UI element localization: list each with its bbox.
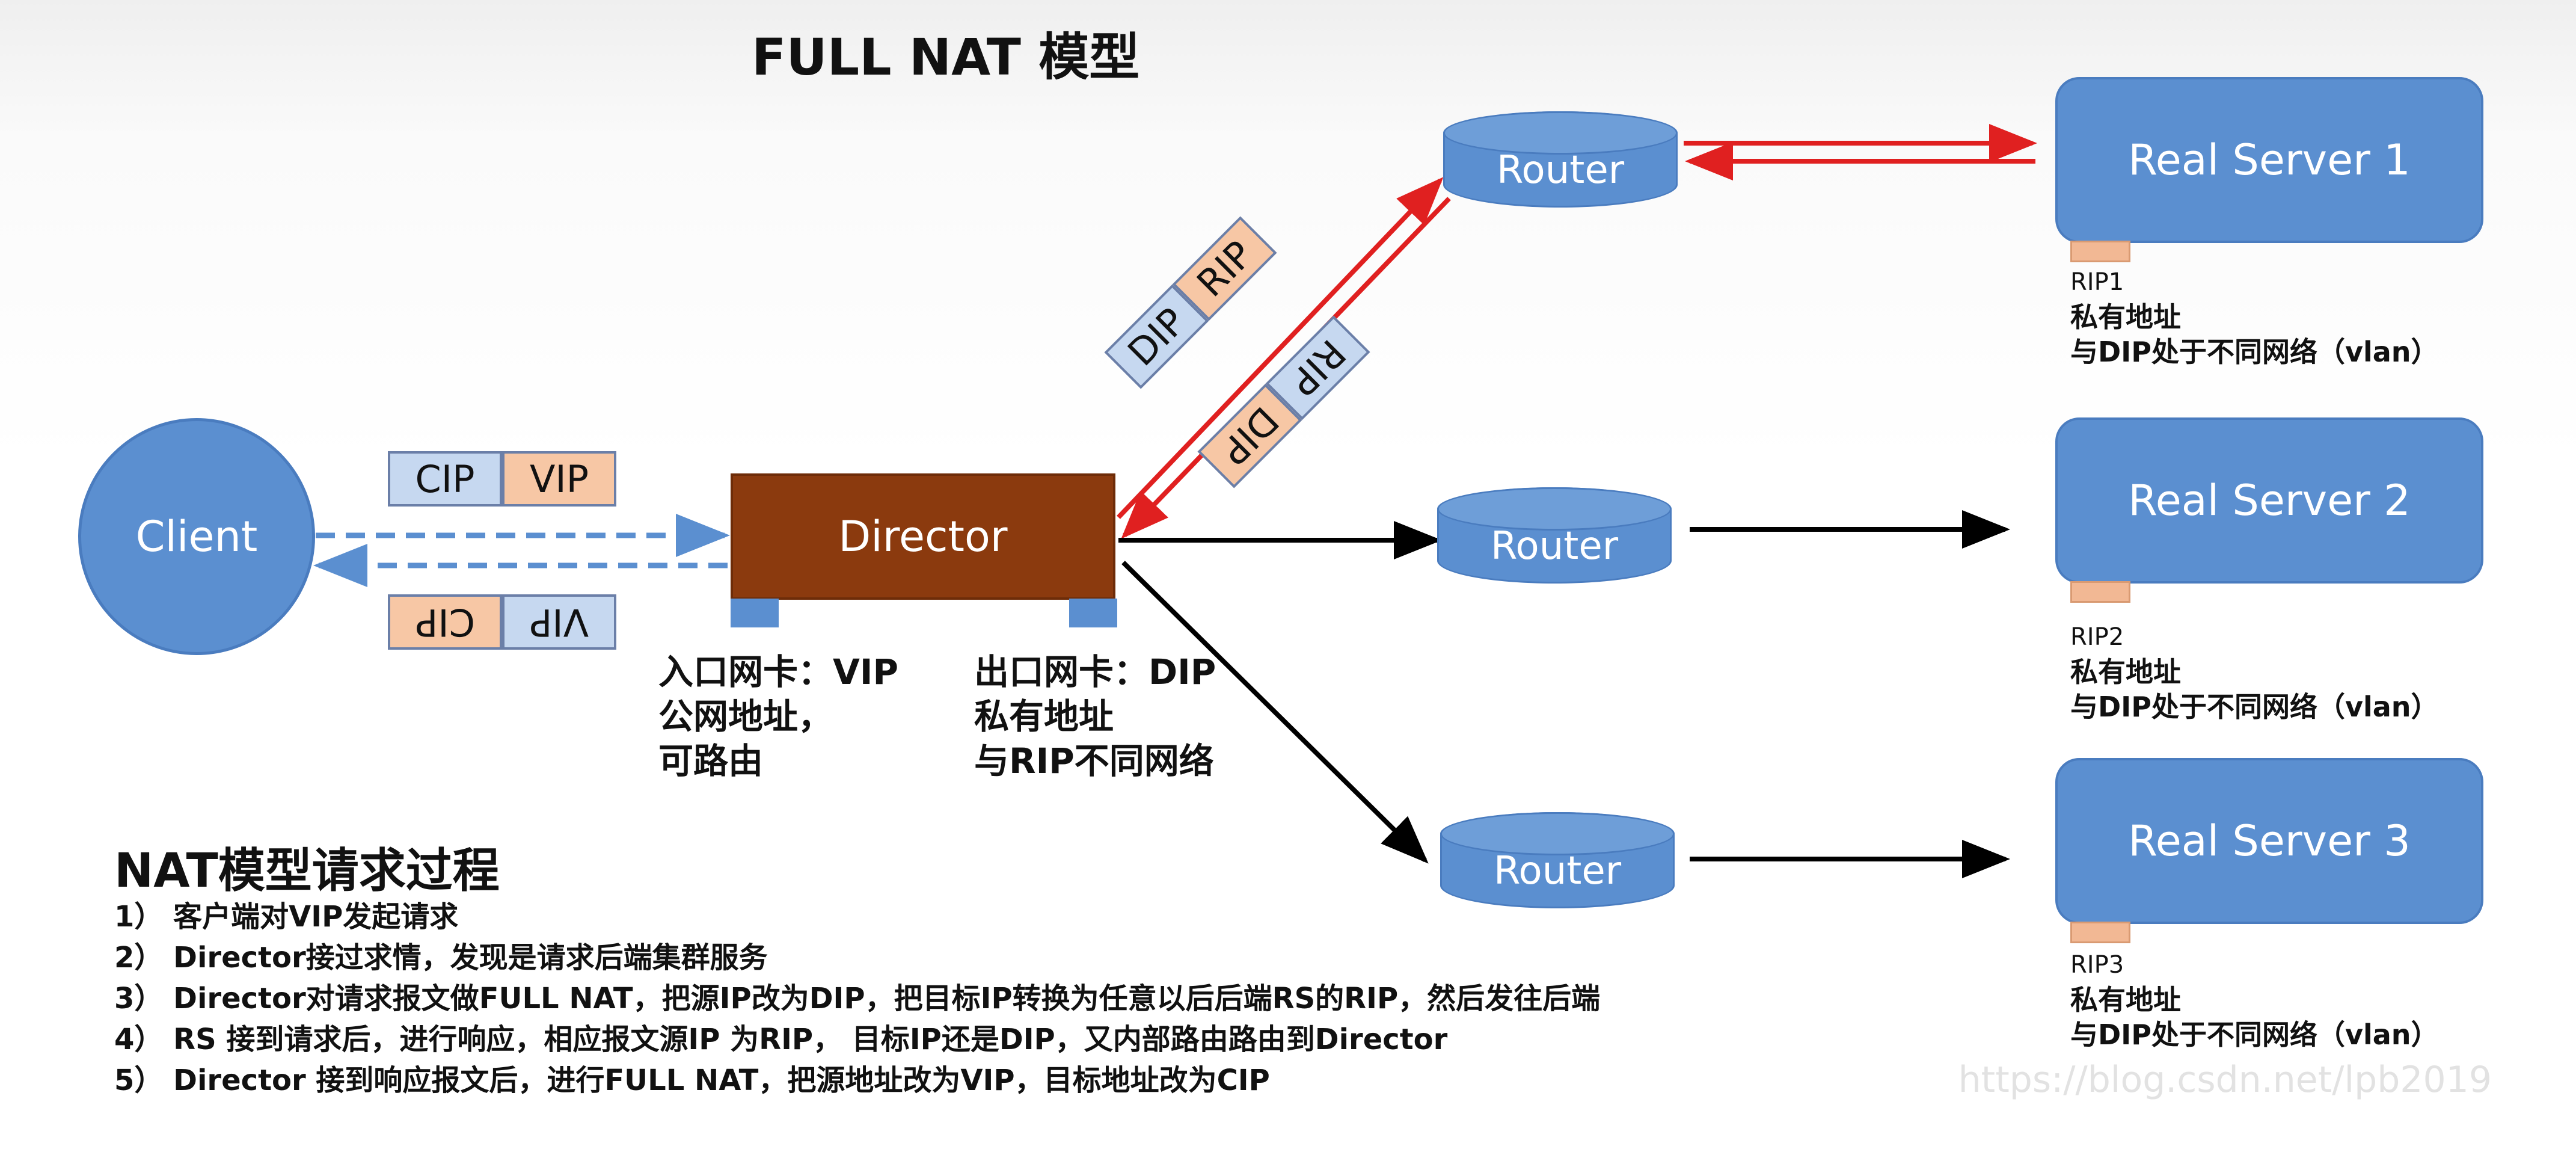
packet-dst-cell: VIP (502, 451, 616, 507)
real-server-3: Real Server 3 (2055, 758, 2483, 924)
step-item: 1） 客户端对VIP发起请求 (114, 900, 459, 934)
server-3-label: RIP3 私有地址 与DIP处于不同网络（vlan） (2070, 951, 2439, 1051)
director-node: Director (731, 473, 1115, 600)
page-title: FULL NAT 模型 (752, 28, 1140, 87)
step-item: 2） Director接过求情，发现是请求后端集群服务 (114, 941, 768, 975)
inbound-nic (731, 599, 779, 627)
server-1-label: RIP1 私有地址 与DIP处于不同网络（vlan） (2070, 268, 2439, 368)
step-item: 5） Director 接到响应报文后，进行FULL NAT，把源地址改为VIP… (114, 1064, 1270, 1097)
rip3-nic (2070, 922, 2130, 943)
watermark: https://blog.csdn.net/lpb2019 (1958, 1059, 2492, 1101)
packet-src-cell: VIP (502, 594, 616, 650)
outbound-nic (1069, 599, 1117, 627)
director-to-router3-arrow (1121, 561, 1429, 864)
client-label: Client (135, 512, 258, 561)
packet-src-cell: CIP (388, 451, 502, 507)
real-server-2: Real Server 2 (2055, 417, 2483, 584)
real-server-1: Real Server 1 (2055, 77, 2483, 243)
client-request-packet: CIP VIP (388, 451, 616, 507)
steps-list: 1） 客户端对VIP发起请求 2） Director接过求情，发现是请求后端集群… (114, 896, 1600, 1101)
step-item: 3） Director对请求报文做FULL NAT，把源IP改为DIP，把目标I… (114, 982, 1601, 1015)
router-1: Router (1443, 111, 1678, 208)
client-node: Client (78, 418, 315, 655)
client-response-packet: CIP VIP (388, 594, 616, 650)
outbound-nic-label: 出口网卡：DIP 私有地址 与RIP不同网络 (974, 651, 1216, 781)
packet-dst-cell: CIP (388, 594, 502, 650)
router-2: Router (1437, 487, 1672, 584)
steps-title: NAT模型请求过程 (114, 844, 500, 898)
inbound-nic-label: 入口网卡：VIP 公网地址， 可路由 (658, 651, 898, 781)
director-to-router1-arrow (1117, 177, 1444, 519)
director-label: Director (838, 512, 1008, 561)
rip1-nic (2070, 241, 2130, 262)
router-3: Router (1440, 812, 1675, 908)
server-2-label: RIP2 私有地址 与DIP处于不同网络（vlan） (2070, 623, 2439, 723)
step-item: 4） RS 接到请求后，进行响应，相应报文源IP 为RIP， 目标IP还是DIP… (114, 1023, 1448, 1056)
rip2-nic (2070, 581, 2130, 603)
